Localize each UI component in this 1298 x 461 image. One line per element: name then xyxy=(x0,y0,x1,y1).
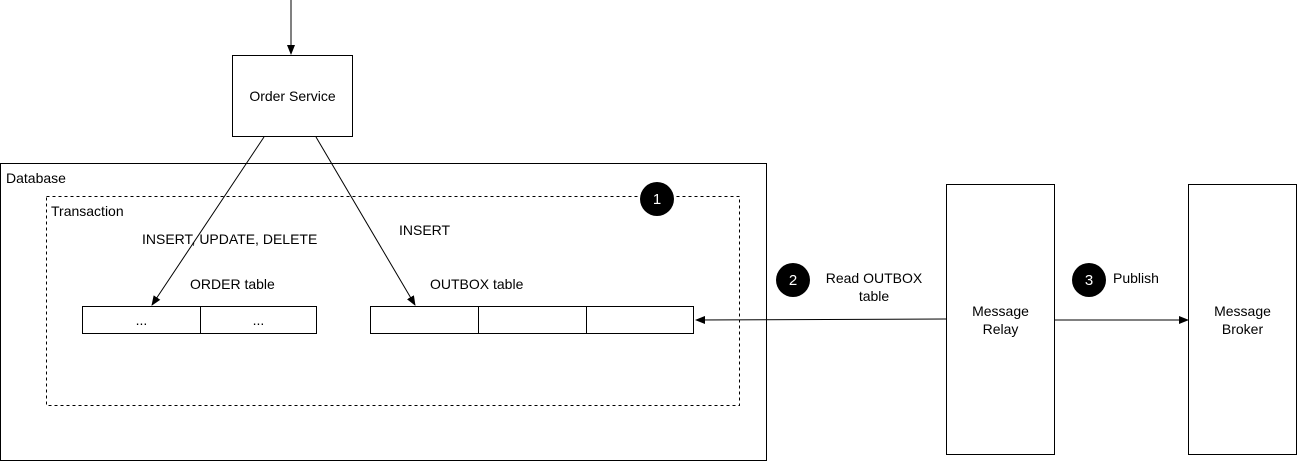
outbox-table-cell xyxy=(370,306,479,334)
step-3-badge: 3 xyxy=(1072,263,1106,297)
order-table-cell: ... xyxy=(200,306,317,334)
step-1-badge: 1 xyxy=(640,182,674,216)
insert-update-delete-label: INSERT, UPDATE, DELETE xyxy=(142,231,318,247)
order-table-cell: ... xyxy=(82,306,201,334)
message-relay-box[interactable]: Message Relay xyxy=(946,184,1055,455)
order-table-label: ORDER table xyxy=(190,276,275,292)
order-service-label: Order Service xyxy=(249,88,336,104)
message-broker-label: Message Broker xyxy=(1214,302,1271,337)
message-broker-box[interactable]: Message Broker xyxy=(1188,184,1297,455)
message-relay-label: Message Relay xyxy=(972,302,1029,337)
order-table-write-arrow xyxy=(151,136,265,306)
outbox-table-cell xyxy=(586,306,694,334)
transaction-boundary xyxy=(46,196,740,406)
read-outbox-arrow xyxy=(695,315,947,324)
step-2-badge: 2 xyxy=(776,263,810,297)
transaction-label: Transaction xyxy=(51,203,124,219)
outbox-table-cell xyxy=(478,306,587,334)
step-2-label: Read OUTBOX table xyxy=(825,270,923,304)
order-service-box[interactable]: Order Service xyxy=(232,55,353,137)
database-label: Database xyxy=(6,170,66,186)
outbox-insert-arrow xyxy=(315,136,416,306)
insert-label: INSERT xyxy=(399,222,451,238)
step-3-label: Publish xyxy=(1113,270,1159,286)
outbox-table-label: OUTBOX table xyxy=(430,276,524,292)
